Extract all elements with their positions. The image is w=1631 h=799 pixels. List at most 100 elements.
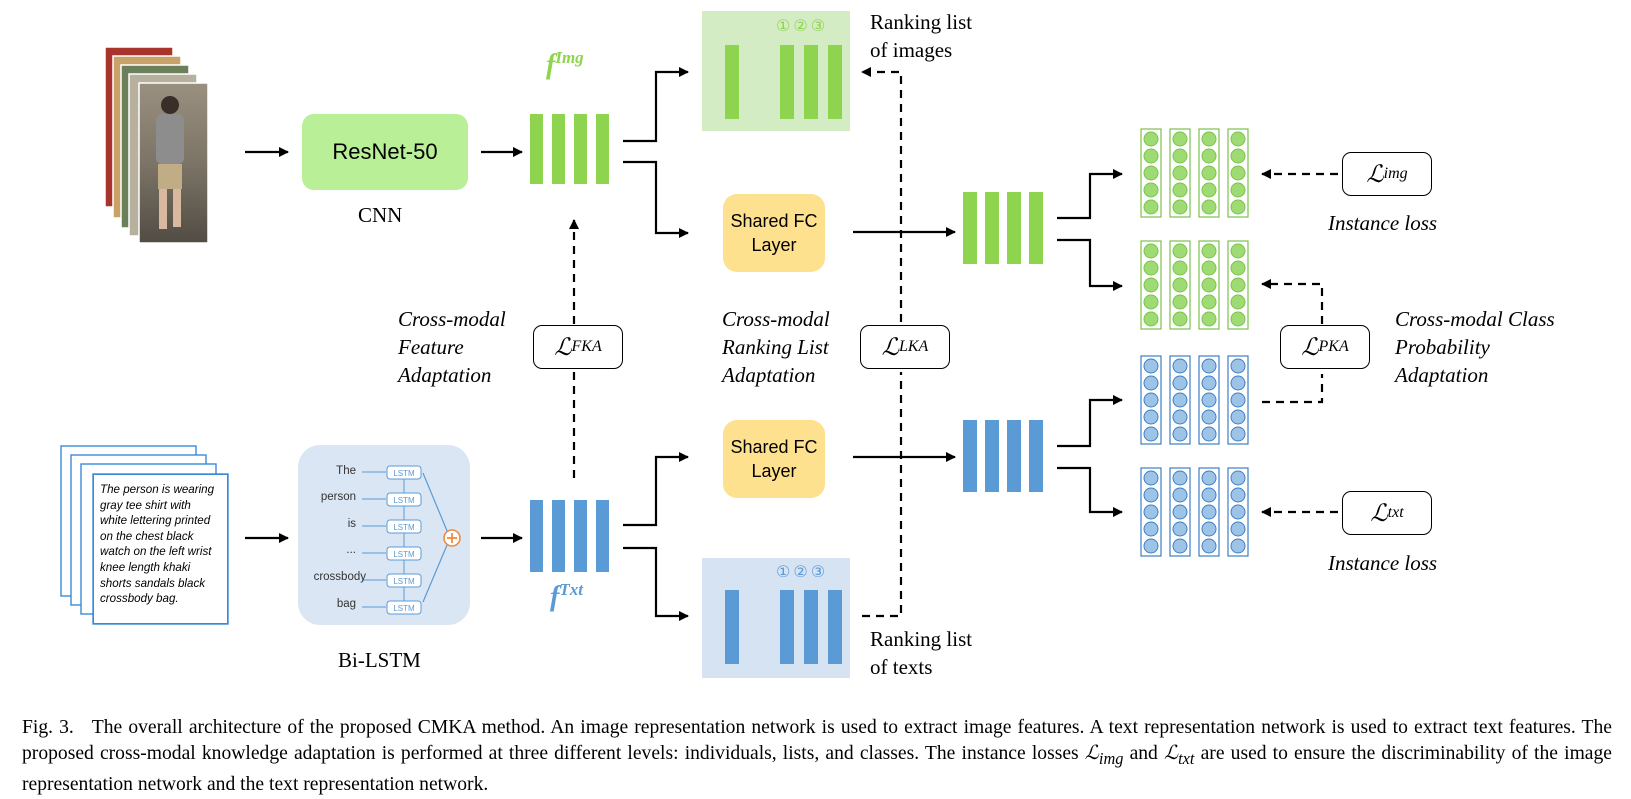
txt-instance-prob-node <box>1143 487 1159 503</box>
lstm-word: bag <box>336 598 356 610</box>
img-instance-prob-node <box>1230 165 1246 181</box>
txt-instance-prob-node <box>1172 487 1188 503</box>
txt-class-prob-node <box>1230 375 1246 391</box>
txt-class-prob-node <box>1201 375 1217 391</box>
fa-line1: Cross-modal <box>398 307 506 331</box>
img-class-prob-node <box>1201 294 1217 310</box>
img-class-prob-node <box>1143 277 1159 293</box>
img-instance-prob-node <box>1230 131 1246 147</box>
img-class-prob-node <box>1201 260 1217 276</box>
ranking-images-line1: Ranking list <box>870 10 973 34</box>
img-class-prob-node <box>1230 260 1246 276</box>
txt-class-prob-node <box>1230 392 1246 408</box>
txt-class-prob-node <box>1143 375 1159 391</box>
fa-line3: Adaptation <box>398 363 492 387</box>
f-txt-feature-bar <box>552 500 565 572</box>
fc-label-line2: Layer <box>751 461 797 481</box>
txt-instance-prob-node <box>1172 504 1188 520</box>
txt-instance-prob-node <box>1230 538 1246 554</box>
txt-instance-prob-node <box>1143 470 1159 486</box>
img-class-prob-node <box>1230 311 1246 327</box>
fc-label-line1: Shared FC <box>730 211 818 231</box>
img-class-prob-node <box>1143 311 1159 327</box>
class-adaptation-label: Cross-modal Class Probability Adaptation <box>1395 305 1555 389</box>
f-txt-sup: Txt <box>559 580 583 599</box>
img-instance-prob-node <box>1143 199 1159 215</box>
lstm-cell-label: LSTM <box>393 469 415 478</box>
txt-class-prob-node <box>1201 392 1217 408</box>
cnn-label: CNN <box>358 203 403 227</box>
rank-3: ③ <box>810 16 829 35</box>
img-class-prob-node <box>1172 243 1188 259</box>
f-img-feature-bar <box>596 114 609 184</box>
ranking-texts-line2: of texts <box>870 655 933 679</box>
text-description-card: The person is wearing gray tee shirt wit… <box>93 474 228 624</box>
img-instance-prob-node <box>1201 199 1217 215</box>
f-img-feature-bar <box>552 114 565 184</box>
ranking-images-line2: of images <box>870 38 953 62</box>
caption-prefix: Fig. 3. <box>22 717 74 738</box>
f-img-feature-bar <box>574 114 587 184</box>
lstm-word: ... <box>346 544 356 556</box>
img-instance-prob-node <box>1172 199 1188 215</box>
caption-sym2: ℒ <box>1164 743 1179 764</box>
txt-instance-prob-node <box>1172 470 1188 486</box>
txt-instance-prob-node <box>1172 521 1188 537</box>
ranking-adaptation-label: Cross-modal Ranking List Adaptation <box>722 305 830 389</box>
image-ranking-bar <box>725 45 739 119</box>
f-txt-feature-bar <box>596 500 609 572</box>
txt-fc-feature-bar <box>963 420 977 492</box>
f-txt-base: f <box>550 581 560 613</box>
ca-line3: Adaptation <box>1395 363 1489 387</box>
lstm-word: is <box>347 518 356 530</box>
resnet-block: ResNet-50 <box>302 114 468 190</box>
txt-class-prob-node <box>1172 426 1188 442</box>
txt-instance-prob-node <box>1201 504 1217 520</box>
lstm-cell-label: LSTM <box>393 523 415 532</box>
img-instance-prob-node <box>1230 182 1246 198</box>
img-fc-feature-bar <box>1029 192 1043 264</box>
txt-instance-prob-node <box>1172 538 1188 554</box>
lstm-cell-label: LSTM <box>393 550 415 559</box>
loss-lka-sub: LKA <box>898 338 929 355</box>
img-instance-prob-node <box>1172 148 1188 164</box>
f-img-base: f <box>546 49 556 81</box>
txt-class-prob-node <box>1201 426 1217 442</box>
img-fc-feature-bar <box>963 192 977 264</box>
loss-arrows <box>569 67 1338 618</box>
loss-symbol: ℒ <box>881 334 899 361</box>
img-instance-prob-node <box>1172 182 1188 198</box>
caption-part1: The overall architecture of the proposed… <box>22 717 1612 764</box>
ca-line1: Cross-modal Class <box>1395 307 1555 331</box>
shared-fc-layer-img: Shared FC Layer <box>723 194 825 272</box>
img-instance-prob-node <box>1143 131 1159 147</box>
rank-2: ② <box>793 16 811 35</box>
caption-part2: are used to ensure the discriminability … <box>22 743 1612 795</box>
txt-class-prob-node <box>1143 409 1159 425</box>
txt-class-prob-node <box>1143 392 1159 408</box>
rank-1: ① <box>776 16 794 35</box>
img-class-prob-node <box>1172 277 1188 293</box>
ra-line3: Adaptation <box>722 363 816 387</box>
rank-1: ① <box>776 562 794 581</box>
text-rank-markers: ①②③ <box>776 562 828 581</box>
text-ranking-bar <box>804 590 818 664</box>
txt-fc-feature-bar <box>985 420 999 492</box>
text-ranking-bar <box>780 590 794 664</box>
txt-instance-prob-node <box>1201 538 1217 554</box>
txt-class-prob-node <box>1143 358 1159 374</box>
txt-fc-feature-bar <box>1029 420 1043 492</box>
flow-arrows <box>245 67 1123 621</box>
txt-instance-prob-node <box>1201 521 1217 537</box>
img-instance-prob-node <box>1143 182 1159 198</box>
txt-instance-prob-node <box>1230 470 1246 486</box>
fc-label-line2: Layer <box>751 235 797 255</box>
img-class-prob-node <box>1143 243 1159 259</box>
img-class-prob-node <box>1143 260 1159 276</box>
text-ranking-bar <box>828 590 842 664</box>
fa-line2: Feature <box>398 335 464 359</box>
